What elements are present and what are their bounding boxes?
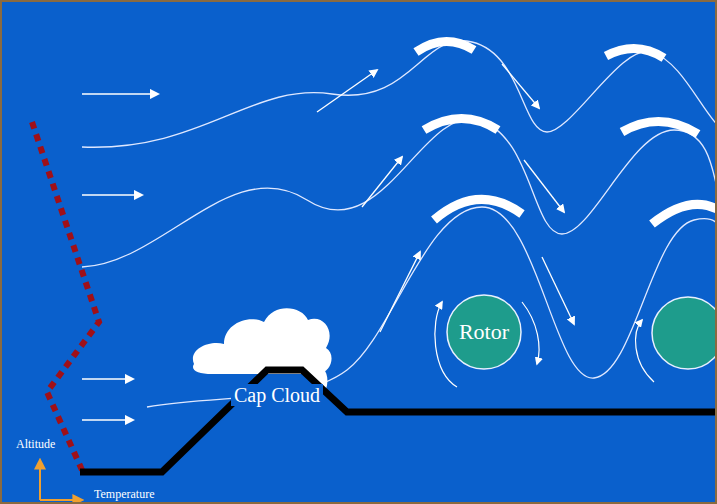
rotor-circle [447, 295, 521, 369]
lenticular-cloud [424, 119, 498, 131]
temperature-profile [32, 122, 99, 470]
flow-arrow [317, 70, 377, 112]
rotor-circle [652, 297, 717, 369]
cap-cloud-label: Cap Cloud [231, 384, 323, 406]
lenticular-cloud [622, 121, 698, 134]
temperature-axis [40, 499, 82, 501]
axis-label: Temperature [94, 488, 154, 501]
flow-arrow [362, 157, 402, 207]
rotor-flow [522, 302, 539, 364]
altitude-axis [39, 460, 41, 500]
lenticular-cloud [416, 41, 474, 52]
streamline [82, 119, 717, 267]
flow-arrow [542, 257, 574, 324]
rotor-label: Rotor [446, 294, 522, 370]
wind-arrow [82, 93, 158, 95]
streamline [82, 41, 717, 148]
lenticular-cloud [652, 204, 717, 224]
flow-arrow [502, 64, 539, 108]
wind-arrow [82, 378, 133, 380]
flow-arrow [524, 160, 564, 212]
lenticular-cloud [606, 48, 664, 58]
lenticular-clouds [416, 41, 717, 224]
mountain-profile [80, 370, 717, 472]
streamline [147, 207, 717, 407]
wind-arrow [82, 194, 142, 196]
cap-cloud [193, 308, 332, 374]
lenticular-cloud [434, 199, 522, 220]
flow-arrow [380, 252, 420, 332]
rotor-node: Rotor [446, 294, 522, 370]
wind-arrow [82, 419, 133, 421]
axis-label: Altitude [16, 438, 55, 451]
rotor-flow [636, 320, 654, 382]
